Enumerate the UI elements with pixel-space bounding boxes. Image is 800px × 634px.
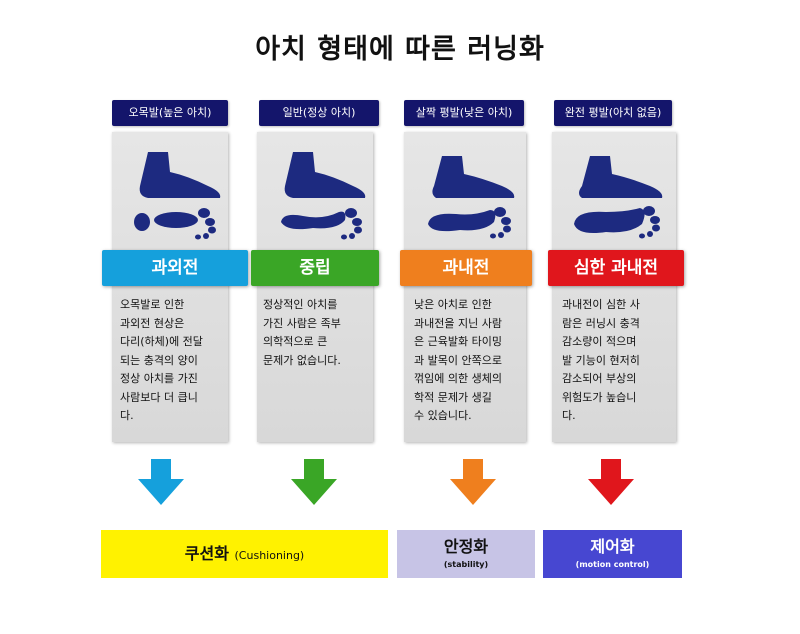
desc-line: 다.: [120, 409, 134, 422]
desc-line: 오목발로 인한: [120, 298, 185, 311]
arch-type-caption: 완전 평발(아치 없음): [554, 100, 672, 126]
arch-type-caption: 일반(정상 아치): [259, 100, 379, 126]
foot-icon: [428, 156, 515, 239]
foot-side-icon: [139, 152, 221, 198]
desc-line: 낮은 아치로 인한: [414, 298, 492, 311]
desc-line: 사람보다 더 큽니: [120, 390, 198, 404]
arch-description: 과내전이 심한 사 람은 러닝시 충격 감소량이 적으며 발 기능이 현저히 감…: [562, 296, 674, 426]
shoe-name: 안정화: [443, 537, 489, 556]
desc-line: 과 발목이 안쪽으로: [414, 353, 502, 367]
desc-line: 과내전이 심한 사: [562, 298, 640, 311]
shoe-category-motion-control: 제어화 (motion control): [543, 530, 682, 578]
arch-type-caption: 살짝 평발(낮은 아치): [404, 100, 524, 126]
shoe-sub: (motion control): [575, 560, 650, 569]
pronation-label: 중립: [251, 250, 379, 286]
page-title: 아치 형태에 따른 러닝화: [255, 34, 545, 65]
shoe-name: 제어화: [590, 537, 635, 556]
foot-icon: [574, 156, 663, 239]
footprint-icon: [281, 208, 362, 240]
pronation-label: 과외전: [102, 250, 248, 286]
desc-line: 정상 아치를 가진: [120, 372, 198, 385]
arch-description: 정상적인 아치를 가진 사람은 족부 의학적으로 큰 문제가 없습니다.: [263, 296, 371, 370]
desc-line: 위험도가 높습니: [562, 390, 637, 404]
desc-line: 가진 사람은 족부: [263, 316, 341, 330]
desc-line: 발 기능이 현저히: [562, 353, 640, 367]
desc-line: 과외전 현상은: [120, 316, 185, 330]
desc-line: 다.: [562, 409, 576, 422]
desc-line: 학적 문제가 생길: [414, 390, 492, 404]
arrow-down-icon: [450, 459, 496, 505]
desc-line: 문제가 없습니다.: [263, 353, 341, 367]
foot-side-icon: [284, 152, 366, 198]
desc-line: 되는 충격의 양이: [120, 353, 198, 367]
foot-side-icon: [432, 156, 515, 198]
foot-icon: [134, 152, 221, 240]
desc-line: 의학적으로 큰: [263, 335, 328, 348]
footprint-icon: [574, 206, 660, 239]
shoe-category-stability: 안정화 (stability): [397, 530, 535, 578]
foot-icon: [281, 152, 366, 240]
shoe-sub: (Cushioning): [234, 549, 305, 562]
arrow-down-icon: [588, 459, 634, 505]
arch-description: 오목발로 인한 과외전 현상은 다리(하체)에 전달 되는 충격의 양이 정상 …: [120, 296, 224, 426]
desc-line: 감소량이 적으며: [562, 335, 637, 348]
shoe-name: 쿠션화: [184, 544, 229, 563]
pronation-label: 심한 과내전: [548, 250, 684, 286]
desc-line: 정상적인 아치를: [263, 298, 338, 311]
arch-type-caption: 오목발(높은 아치): [112, 100, 228, 126]
desc-line: 은 근육발화 타이밍: [414, 335, 502, 348]
pronation-label: 과내전: [400, 250, 532, 286]
desc-line: 꺾임에 의한 생체의: [414, 372, 502, 385]
desc-line: 람은 러닝시 충격: [562, 316, 640, 330]
arrow-down-icon: [138, 459, 184, 505]
shoe-sub: (stability): [443, 560, 489, 569]
foot-side-icon: [579, 156, 663, 198]
desc-line: 감소되어 부상의: [562, 372, 637, 385]
desc-line: 다리(하체)에 전달: [120, 335, 203, 348]
desc-line: 수 있습니다.: [414, 409, 472, 422]
arrow-down-icon: [291, 459, 337, 505]
shoe-category-cushioning: 쿠션화 (Cushioning): [101, 530, 388, 578]
desc-line: 과내전을 지닌 사람: [414, 316, 502, 330]
footprint-icon: [428, 207, 511, 239]
footprint-icon: [134, 208, 216, 240]
arch-description: 낮은 아치로 인한 과내전을 지닌 사람 은 근육발화 타이밍 과 발목이 안쪽…: [414, 296, 526, 426]
